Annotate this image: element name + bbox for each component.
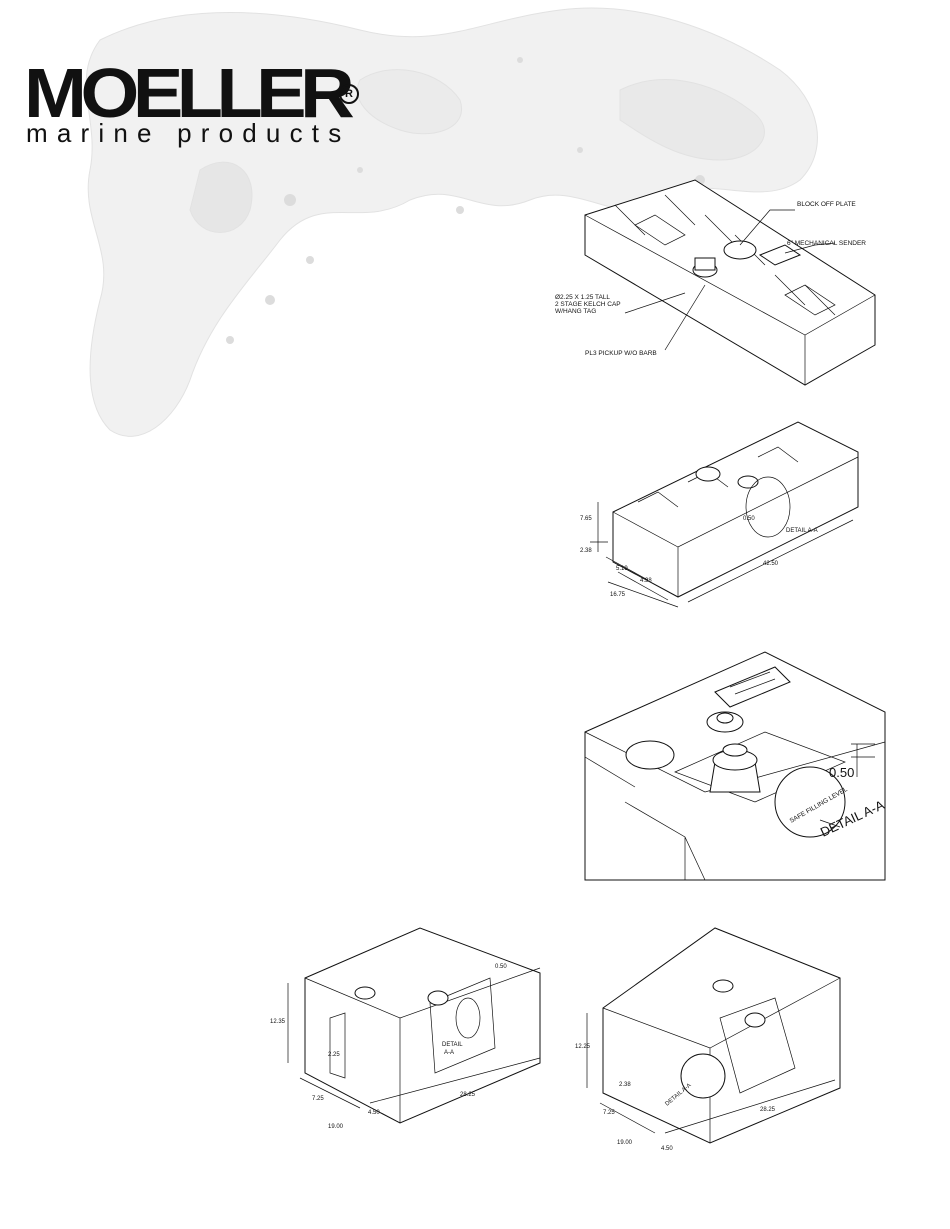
dim-height: 12.35 bbox=[270, 1019, 286, 1025]
dim-notch-h: 2.38 bbox=[619, 1082, 631, 1088]
pickup-fitting-icon bbox=[706, 711, 744, 733]
figure-tank-dimensions-square-right: 12.25 2.38 7.25 19.00 4.50 28.25 DETAIL … bbox=[575, 927, 845, 1153]
block-off-plate-icon bbox=[625, 740, 675, 770]
dim-notch-w: 7.25 bbox=[312, 1096, 324, 1102]
callout-cap-line1: Ø2.25 X 1.25 TALL bbox=[555, 294, 610, 301]
block-off-plate-icon bbox=[723, 240, 757, 260]
background-splash-graphic bbox=[60, 0, 840, 460]
tank-outline bbox=[602, 927, 841, 1144]
logo-wordmark: MOELLER bbox=[24, 54, 355, 132]
callout-mechanical-sender: 6" MECHANICAL SENDER bbox=[787, 240, 866, 247]
callout-cap-line3: W/HANG TAG bbox=[555, 308, 596, 315]
moeller-logo: MOELLER R marine products bbox=[24, 54, 359, 148]
dim-height: 7.65 bbox=[580, 516, 592, 522]
detail-label-2: A-A bbox=[444, 1050, 454, 1056]
dim-notch-b: 4.38 bbox=[640, 578, 652, 584]
dim-notch-a: 5.19 bbox=[616, 566, 628, 572]
figure-tank-dimensions-square-left: 12.35 2.25 7.25 19.00 4.50 28.25 0.50 DE… bbox=[270, 918, 550, 1138]
tank-outline bbox=[304, 927, 541, 1124]
callout-pickup: PL3 PICKUP W/O BARB bbox=[585, 350, 657, 357]
detail-circle bbox=[745, 476, 791, 538]
detail-circle bbox=[680, 1053, 726, 1099]
fill-cap-icon bbox=[709, 743, 761, 793]
block-off-plate-icon bbox=[354, 986, 376, 1000]
dim-fill: 0.50 bbox=[495, 964, 507, 970]
dim-notch-r: 4.50 bbox=[661, 1146, 673, 1152]
dim-length: 28.25 bbox=[760, 1107, 776, 1113]
dim-width: 16.75 bbox=[610, 592, 626, 598]
dim-height: 12.25 bbox=[575, 1044, 591, 1050]
figure-detail-close-up: SAFE FILLING LEVEL 0.50 DETAIL A-A bbox=[584, 651, 887, 881]
callout-block-off-plate: BLOCK OFF PLATE bbox=[797, 201, 856, 208]
figure-tank-callouts: BLOCK OFF PLATE 6" MECHANICAL SENDER Ø2.… bbox=[545, 175, 905, 390]
sender-plate-icon bbox=[758, 244, 802, 266]
detail-circle bbox=[455, 997, 481, 1039]
detail-label: DETAIL A-A bbox=[786, 528, 818, 534]
fill-cap-icon bbox=[427, 990, 449, 1006]
logo-tagline: marine products bbox=[26, 118, 351, 148]
dim-length: 28.25 bbox=[460, 1092, 476, 1098]
registered-mark: R bbox=[339, 84, 359, 104]
block-off-plate-icon bbox=[712, 979, 734, 993]
dim-width: 19.00 bbox=[617, 1140, 633, 1146]
tank-outline bbox=[612, 421, 859, 598]
dim-notch-h: 2.25 bbox=[328, 1052, 340, 1058]
fill-cap-icon bbox=[737, 475, 759, 489]
dim-notch-w: 7.25 bbox=[603, 1110, 615, 1116]
detail-label-1: DETAIL bbox=[442, 1042, 463, 1048]
dim-fill: 0.50 bbox=[743, 516, 755, 522]
dim-length: 42.50 bbox=[763, 561, 779, 567]
fill-cap-icon bbox=[692, 257, 718, 278]
sender-plate-icon bbox=[714, 666, 791, 708]
figure-tank-dimensions-long: 7.65 2.38 5.19 4.38 16.75 42.50 0.50 DET… bbox=[578, 412, 868, 612]
detail-circle: SAFE FILLING LEVEL bbox=[774, 766, 849, 838]
dim-base: 2.38 bbox=[580, 548, 592, 554]
dim-width: 19.00 bbox=[328, 1124, 344, 1130]
fill-cap-icon bbox=[744, 1012, 766, 1028]
block-off-plate-icon bbox=[695, 466, 721, 482]
callout-cap-line2: 2 STAGE KELCH CAP bbox=[555, 301, 621, 308]
dim-notch-r: 4.50 bbox=[368, 1110, 380, 1116]
dim-fill: 0.50 bbox=[829, 765, 854, 780]
